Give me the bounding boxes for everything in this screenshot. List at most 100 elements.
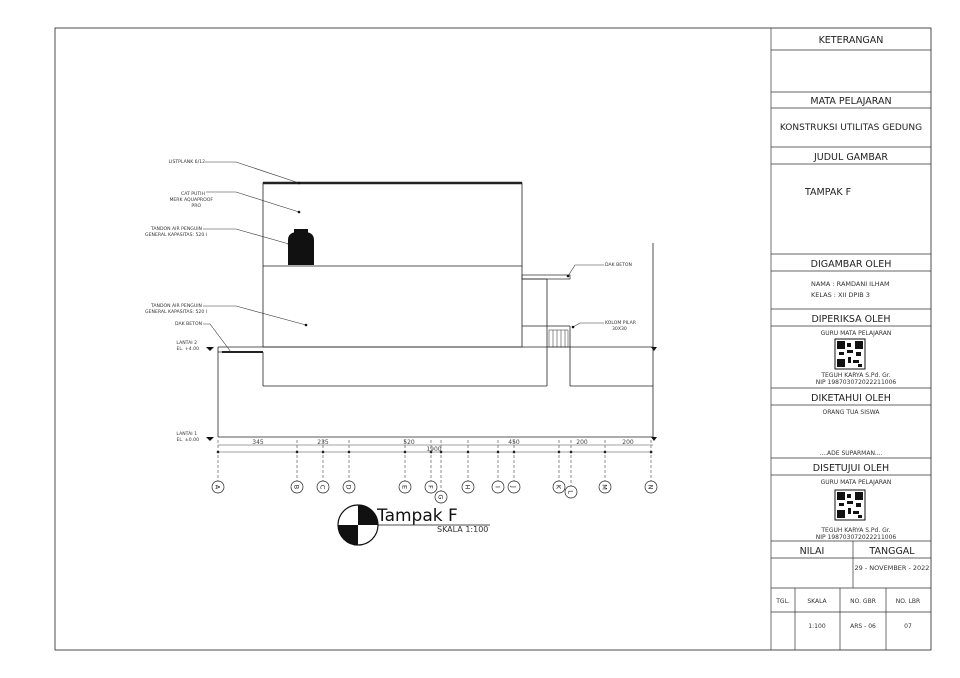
grid-axis-bubble-n (644, 480, 658, 494)
drawing-title: Tampak F (376, 506, 458, 526)
diperiksa-role: GURU MATA PELAJARAN (821, 330, 892, 337)
qr-code-diperiksa (834, 338, 866, 370)
disetujui-name: TEGUH KARYA S.Pd. Gr. (820, 527, 890, 534)
dim-345: 345 (252, 439, 264, 446)
skala-value: 1:100 (808, 623, 825, 630)
grid-axis-tick-k (557, 450, 561, 454)
kelas-text: KELAS : XII DPIB 3 (811, 291, 870, 299)
grid-axis-bubble-f (424, 480, 438, 494)
dak-beton-right (521, 274, 571, 280)
grid-axis-tick-h (466, 450, 470, 454)
label-kolom-2: 30X30 (612, 326, 627, 332)
no-lbr-label: NO. LBR (896, 598, 920, 605)
grid-axis-tick-n (649, 450, 653, 454)
mata-pelajaran-label: MATA PELAJARAN (810, 96, 891, 107)
grid-axis-bubble-l (564, 485, 578, 499)
grid-axis-bubble-g (434, 490, 448, 504)
disetujui-role: GURU MATA PELAJARAN (821, 479, 892, 486)
label-lantai2-2: EL. +4.00 (177, 346, 200, 352)
grid-axis-bubble-j (507, 480, 521, 494)
grid-axis-tick-f (429, 450, 433, 454)
nama-text: NAMA : RAMDANI ILHAM (811, 280, 890, 288)
view-symbol-icon (337, 504, 490, 546)
diperiksa-nip: NIP 198703072022211006 (816, 379, 897, 386)
label-tandon1-1: TANDON AIR PENGUIN (150, 226, 202, 232)
grid-axis-tick-c (321, 450, 325, 454)
grid-axis-tick-l (569, 450, 573, 454)
label-tandon1-2: GENERAL KAPASITAS: 520 l (145, 232, 207, 238)
leader-lines (203, 161, 604, 353)
label-cat-2: MERK AQUAPROOF (169, 197, 213, 203)
label-kolom-1: KOLOM PILAR (605, 320, 637, 326)
keterangan-label: KETERANGAN (819, 35, 884, 46)
grid-axis-label-j: J (510, 485, 518, 488)
disetujui-oleh-label: DISETUJUI OLEH (813, 463, 889, 474)
nilai-label: NILAI (800, 546, 825, 557)
grid-axis-label-b: B (293, 485, 301, 489)
tanggal-label: TANGGAL (868, 546, 915, 557)
grid-axis-bubble-k (552, 480, 566, 494)
sheet-border (54, 27, 932, 651)
diketahui-role: ORANG TUA SISWA (823, 409, 881, 416)
grid-axis-label-m: M (601, 484, 609, 490)
drawing-scale: SKALA 1:100 (437, 525, 488, 534)
diperiksa-oleh-label: DIPERIKSA OLEH (811, 314, 890, 325)
grid-axis-tick-g (439, 450, 443, 454)
grid-axis-tick-i (496, 450, 500, 454)
tanggal-value: 29 - NOVEMBER - 2022 (855, 564, 930, 572)
grid-axis-tick-j (512, 450, 516, 454)
label-cat-3: PRO (191, 203, 201, 209)
tgl-label: TGL. (775, 598, 790, 605)
grid-axis-bubble-e (398, 480, 412, 494)
dimension-lines (218, 444, 653, 453)
grid-axis-label-g: G (437, 494, 445, 499)
grid-axis-tick-d (347, 450, 351, 454)
judul-gambar-value: TAMPAK F (804, 187, 851, 198)
diketahui-oleh-label: DIKETAHUI OLEH (811, 393, 891, 404)
grid-axis-bubble-m (598, 480, 612, 494)
grid-axis-label-d: D (345, 484, 353, 489)
diperiksa-name: TEGUH KARYA S.Pd. Gr. (820, 372, 890, 379)
grid-axis-bubble-i (491, 480, 505, 494)
grid-axis-bubble-d (342, 480, 356, 494)
water-tank-icon (288, 229, 314, 265)
no-gbr-value: ARS - 06 (850, 623, 876, 630)
label-listplank: LISTPLANK 6/12 (169, 159, 206, 165)
label-lantai1-1: LANTAI 1 (176, 431, 197, 437)
dim-total: 1900 (426, 446, 441, 453)
grid-axis-label-i: I (494, 486, 502, 488)
level-markers (206, 347, 657, 441)
title-block (770, 28, 931, 650)
leader-dots (287, 181, 575, 329)
qr-code-disetujui (834, 489, 866, 521)
mata-pelajaran-value: KONSTRUKSI UTILITAS GEDUNG (780, 123, 922, 133)
no-gbr-label: NO. GBR (850, 598, 876, 605)
grid-axis-bubble-b (290, 480, 304, 494)
diketahui-name: ....ADE SUPARMAN.... (819, 450, 882, 457)
kolom-pilar (548, 329, 569, 348)
grid-axis-label-k: K (555, 485, 563, 490)
grid-axis-label-h: H (464, 485, 472, 490)
grid-axis-label-c: C (319, 485, 327, 490)
grid-axis-label-l: L (567, 490, 575, 494)
grid-axis-tick-a (216, 450, 220, 454)
grid-axis-tick-b (295, 450, 299, 454)
grid-axis-bubble-a (211, 480, 225, 494)
digambar-oleh-label: DIGAMBAR OLEH (811, 259, 892, 270)
label-lantai1-2: EL. ±0.00 (177, 437, 200, 443)
grid-axis-label-a: A (214, 485, 222, 490)
elevation-drawing (217, 181, 654, 438)
dim-200-a: 200 (576, 439, 588, 446)
disetujui-nip: NIP 198703072022211006 (816, 534, 897, 541)
judul-gambar-label: JUDUL GAMBAR (813, 152, 888, 163)
label-dak-beton-right: DAK BETON (605, 262, 632, 268)
grid-axis-label-e: E (401, 485, 409, 489)
dim-520: 520 (403, 439, 415, 446)
label-tandon2-1: TANDON AIR PENGUIN (150, 303, 202, 309)
grid-axis-tick-e (403, 450, 407, 454)
grid-axis-tick-m (603, 450, 607, 454)
skala-label: SKALA (807, 598, 827, 605)
label-cat-1: CAT PUTIH (181, 191, 205, 197)
